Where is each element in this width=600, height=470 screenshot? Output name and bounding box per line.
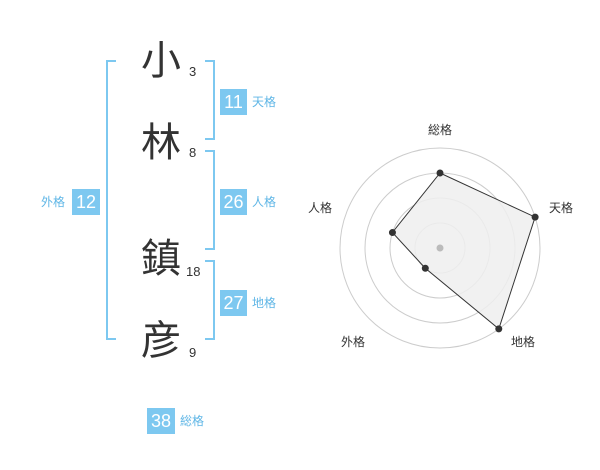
tenkaku-bracket [205,60,215,140]
tenkaku-label: 天格 [252,95,277,109]
jinkaku-bracket [205,150,215,250]
chikaku-value: 27 [220,290,247,316]
radar-points [388,169,539,333]
name-char-1: 小 [141,38,181,84]
radar-center-dot [436,244,444,252]
radar-label-jinkaku: 人格 [308,200,332,215]
radar-label-tenkaku: 天格 [549,200,573,215]
stroke-count-2: 8 [189,145,197,160]
radar-point-1 [531,213,539,221]
stroke-count-3: 18 [186,264,201,279]
chikaku-label: 地格 [252,296,277,310]
jinkaku-value: 26 [220,189,247,215]
radar-point-0 [436,169,444,177]
stroke-count-1: 3 [189,64,197,79]
tenkaku-value: 11 [220,89,247,115]
jinkaku-label: 人格 [252,195,277,209]
radar-ring-4 [339,147,541,349]
radar-point-3 [421,264,429,272]
name-char-4: 彦 [141,318,181,364]
gaikaku-bracket [106,60,116,340]
name-char-2: 林 [141,120,181,166]
radar-point-4 [388,229,396,237]
chikaku-bracket [205,260,215,340]
radar-label-soukaku: 総格 [428,122,452,137]
radar-point-2 [495,325,503,333]
radar-label-chikaku: 地格 [511,334,535,349]
radar-label-gaikaku: 外格 [341,334,365,349]
gaikaku-value: 12 [72,189,100,215]
soukaku-label: 総格 [180,414,205,428]
gaikaku-label: 外格 [41,195,66,209]
soukaku-value: 38 [147,408,175,434]
stroke-count-4: 9 [189,345,197,360]
radar-score-polygon [391,172,536,330]
name-char-3: 鎮 [141,236,181,282]
